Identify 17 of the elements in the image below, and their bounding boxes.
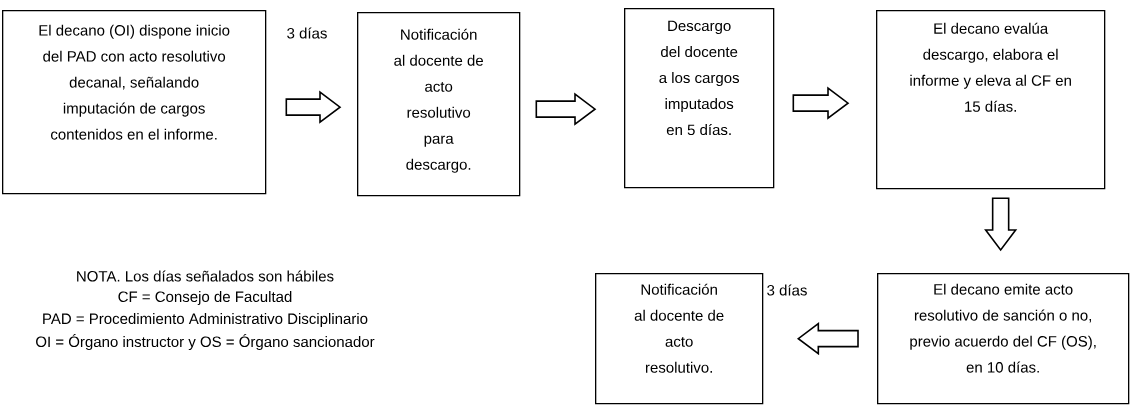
block-arrow [984, 197, 1018, 252]
note-text: OI = Órgano instructor y OS = Órgano sancionador [36, 333, 375, 351]
block-arrow [792, 86, 850, 120]
block-arrow [535, 92, 597, 126]
edge-label: 3 días [765, 283, 809, 297]
edge-label: 3 días [285, 26, 329, 40]
block-arrow [796, 322, 859, 356]
note-text: PAD = Procedimiento Administrativo Disciplinario [43, 313, 368, 327]
note-text: NOTA. Los días señalados son hábiles [77, 270, 334, 282]
process-box: Descargo del docente a los cargos imputados en 5 días. [624, 8, 775, 189]
process-box: Notificación al docente de acto resolutivo. [595, 273, 764, 405]
note-text: CF = Consejo de Facultad [118, 291, 292, 305]
process-box: El decano emite acto resolutivo de sanción o no, previo acuerdo del CF (OS), en 10 días. [877, 273, 1130, 405]
process-box: El decano (OI) dispone inicio del PAD con acto resolutivo decanal, señalando imputación de cargos contenidos en el informe. [2, 10, 267, 195]
process-box: Notificación al docente de acto resolutivo para descargo. [357, 12, 521, 197]
block-arrow [285, 90, 342, 124]
process-box: El decano evalúa descargo, elabora el informe y eleva al CF en 15 días. [876, 10, 1106, 190]
